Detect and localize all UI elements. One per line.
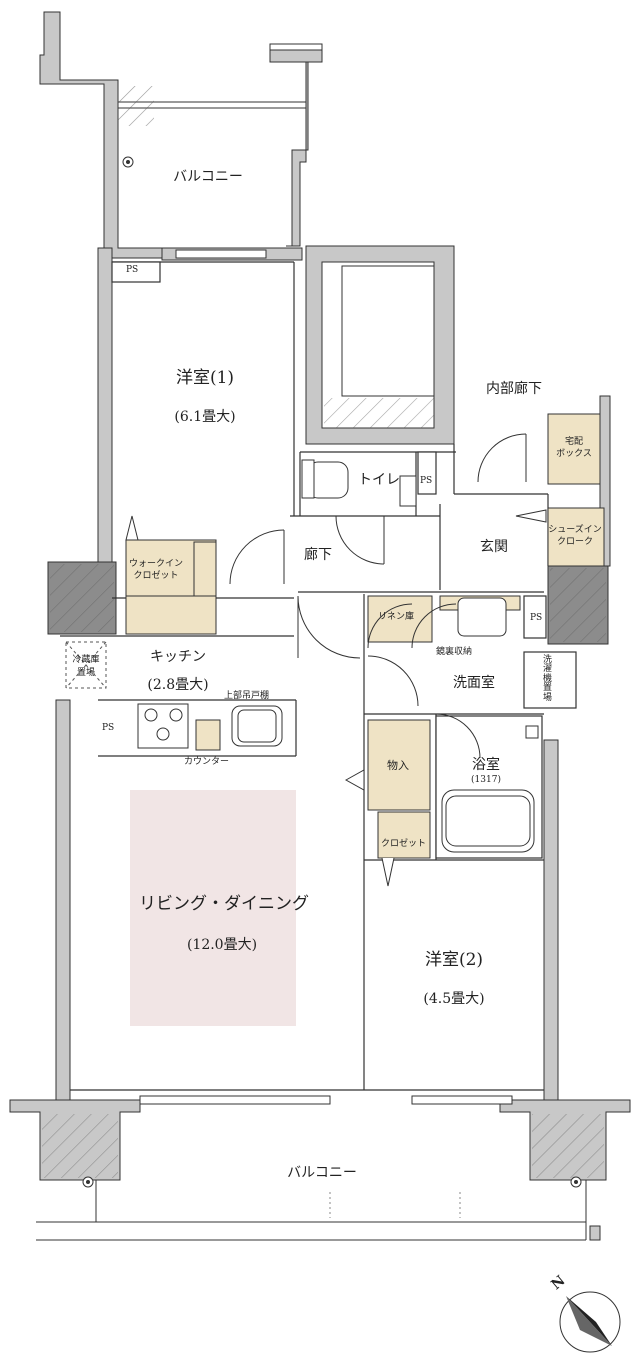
mirror-storage-label: 鏡裏収納 <box>436 647 473 657</box>
washer-space-label: 洗濯機置場 <box>543 655 553 703</box>
fridge-space <box>65 641 107 689</box>
toilet-label: トイレ <box>358 472 400 488</box>
linen-label: リネン庫 <box>378 612 415 622</box>
ps-label-2: PS <box>420 476 433 486</box>
kitchen-name: キッチン <box>150 649 206 665</box>
upper-cabinet-label: 上部吊戸棚 <box>224 691 270 701</box>
top-balcony <box>39 11 323 259</box>
washroom-label: 洗面室 <box>453 675 495 691</box>
western2-name: 洋室(2) <box>424 950 484 970</box>
ps-label-3: PS <box>530 613 543 623</box>
counter-label: カウンター <box>184 757 230 767</box>
walkin-closet-label: ウォークインクロゼット <box>128 559 184 581</box>
balcony-bottom-label: バルコニー <box>287 1165 357 1181</box>
hatched-columns <box>42 564 606 1178</box>
storeroom-label: 物入 <box>387 759 409 772</box>
door-swings <box>125 433 547 887</box>
bath-name: 浴室 <box>472 757 500 773</box>
living-size: (12.0畳大) <box>186 937 258 953</box>
western1-name: 洋室(1) <box>175 368 235 388</box>
closet-label: クロゼット <box>381 839 427 849</box>
western1-size: (6.1畳大) <box>174 409 236 425</box>
bath-size: (1317) <box>471 775 501 785</box>
living-name: リビング・ダイニング <box>139 894 309 914</box>
delivery-box-label: 宅配ボックス <box>556 437 592 459</box>
compass <box>559 1291 621 1353</box>
living-area-highlight <box>130 790 296 1026</box>
fixtures <box>137 459 539 853</box>
western2-size: (4.5畳大) <box>423 991 485 1007</box>
entrance-label: 玄関 <box>480 539 508 555</box>
fridge-space-label: 冷蔵庫置場 <box>72 655 100 678</box>
ps-label-1: PS <box>126 265 139 275</box>
inner-corridor-label: 内部廊下 <box>486 381 542 397</box>
hallway-label: 廊下 <box>304 547 332 563</box>
shoe-closet-label: シューズインクローク <box>548 525 602 547</box>
balcony-top-label: バルコニー <box>173 169 243 185</box>
ps-label-4: PS <box>102 723 115 733</box>
kitchen-size: (2.8畳大) <box>147 677 209 693</box>
